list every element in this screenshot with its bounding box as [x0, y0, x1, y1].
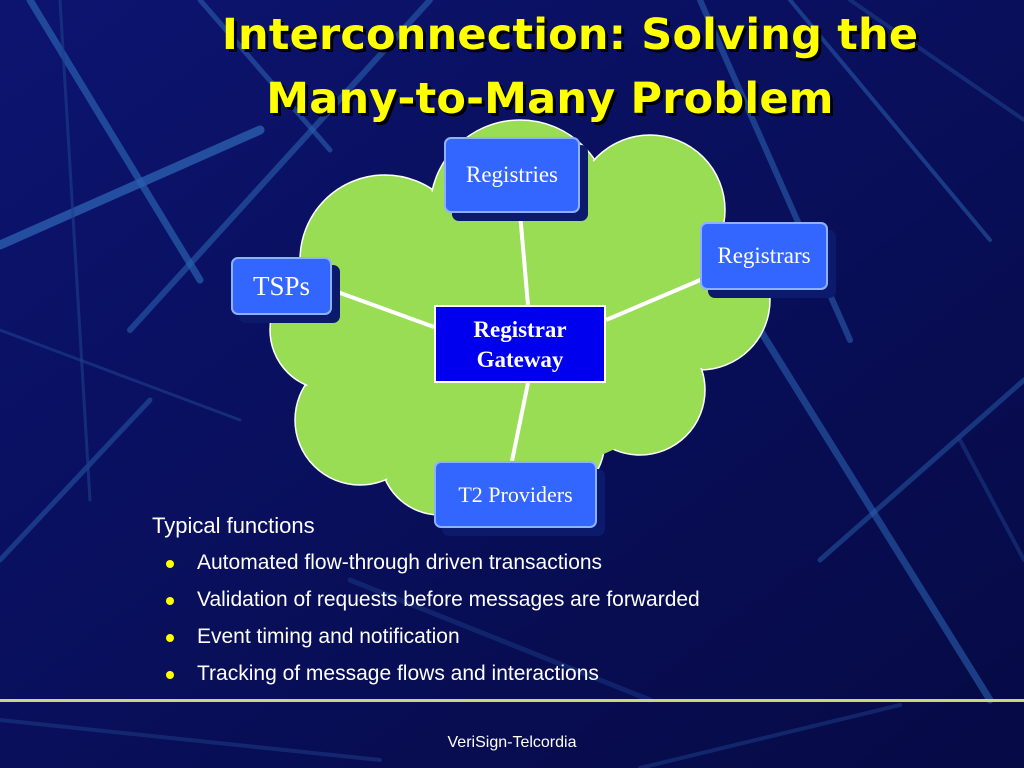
list-item-text: Automated flow-through driven transactio…: [197, 551, 603, 574]
slide-title-line2: Many-to-Many Problem: [266, 74, 834, 124]
list-item: Event timing and notification: [164, 625, 700, 662]
list-item-text: Tracking of message flows and interactio…: [197, 662, 599, 685]
list-item: Tracking of message flows and interactio…: [164, 662, 700, 699]
connector-lines: [331, 212, 706, 462]
bullet-icon: [166, 597, 174, 605]
functions-list: Automated flow-through driven transactio…: [164, 551, 700, 699]
list-item-text: Validation of requests before messages a…: [197, 588, 700, 611]
list-item: Validation of requests before messages a…: [164, 588, 700, 625]
registrar-gateway-hub: Registrar Gateway: [434, 305, 606, 383]
slide-title-line1: Interconnection: Solving the: [221, 10, 919, 60]
node-t2-providers: T2 Providers: [434, 461, 597, 528]
node-registries: Registries: [444, 137, 580, 213]
functions-heading: Typical functions: [152, 513, 315, 538]
bullet-icon: [166, 634, 174, 642]
bullet-icon: [166, 671, 174, 679]
node-tsps: TSPs: [231, 257, 332, 315]
bullet-icon: [166, 560, 174, 568]
footer-divider: [0, 699, 1024, 702]
slide-footer: VeriSign-Telcordia: [447, 734, 577, 751]
list-item-text: Event timing and notification: [197, 625, 460, 648]
hub-label-line2: Gateway: [476, 347, 564, 372]
hub-label-line1: Registrar: [473, 317, 567, 342]
list-item: Automated flow-through driven transactio…: [164, 551, 700, 588]
node-registrars: Registrars: [700, 222, 828, 290]
